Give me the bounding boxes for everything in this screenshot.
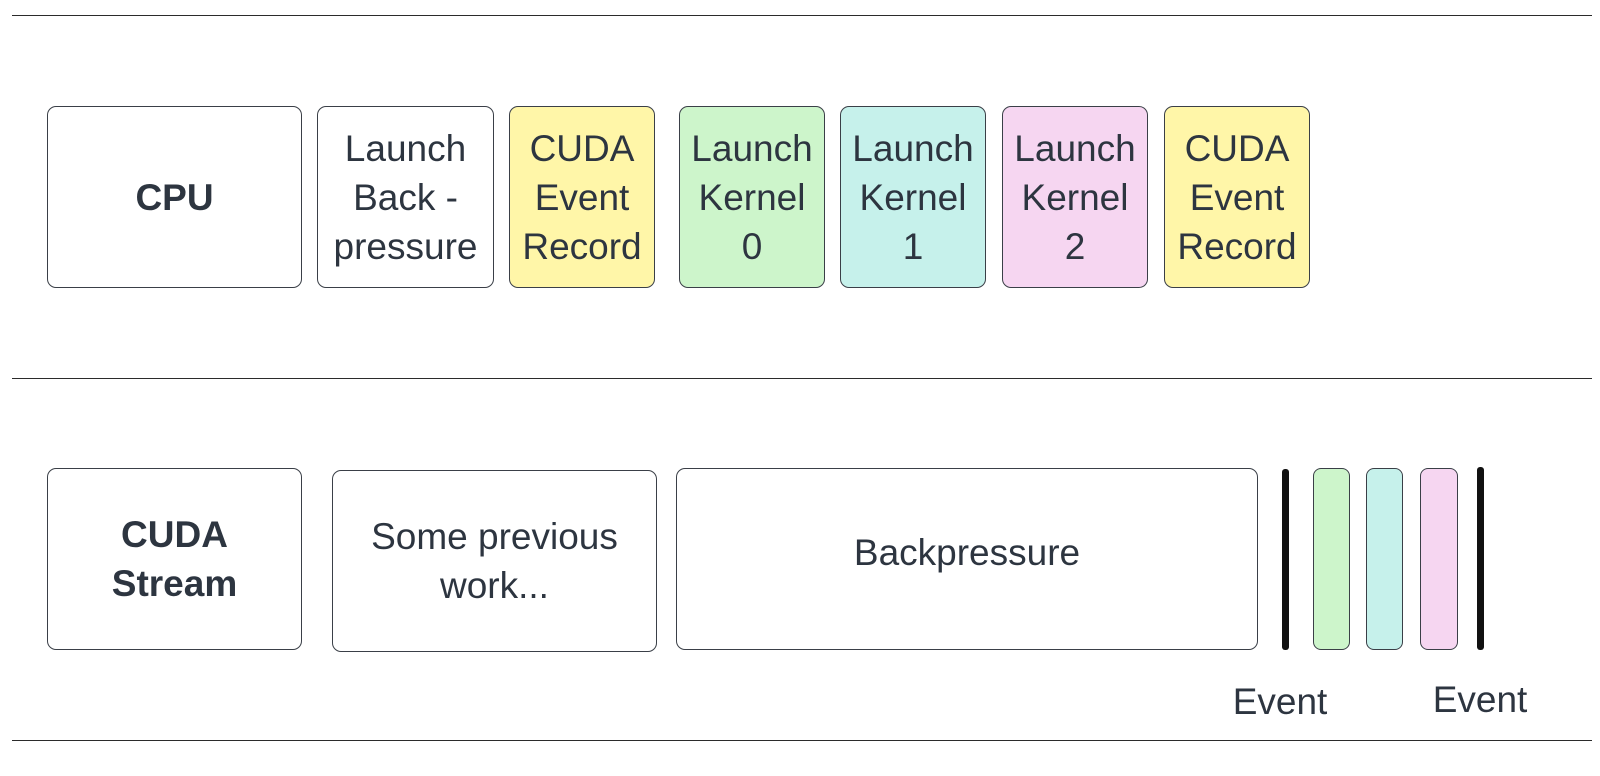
bottom-divider: [12, 740, 1592, 741]
stream-row-label: CUDA Stream: [47, 468, 302, 650]
cpu-row-label: CPU: [47, 106, 302, 288]
kernel-1-bar: [1366, 468, 1403, 650]
middle-divider: [12, 378, 1592, 379]
cpu-step-launch-kernel-2: Launch Kernel 2: [1002, 106, 1148, 288]
cpu-step-cuda-event-record-1: CUDA Event Record: [509, 106, 655, 288]
backpressure-block: Backpressure: [676, 468, 1258, 650]
event-marker-1: [1282, 469, 1289, 650]
cpu-step-launch-kernel-1: Launch Kernel 1: [840, 106, 986, 288]
event-label-2: Event: [1432, 679, 1528, 720]
top-divider: [12, 15, 1592, 16]
cpu-step-cuda-event-record-2: CUDA Event Record: [1164, 106, 1310, 288]
previous-work-block: Some previous work...: [332, 470, 657, 652]
cpu-step-launch-backpressure: Launch Back - pressure: [317, 106, 494, 288]
event-label-1: Event: [1232, 681, 1328, 722]
kernel-2-bar: [1420, 468, 1458, 650]
kernel-0-bar: [1313, 468, 1350, 650]
cpu-step-launch-kernel-0: Launch Kernel 0: [679, 106, 825, 288]
event-marker-2: [1477, 467, 1484, 650]
